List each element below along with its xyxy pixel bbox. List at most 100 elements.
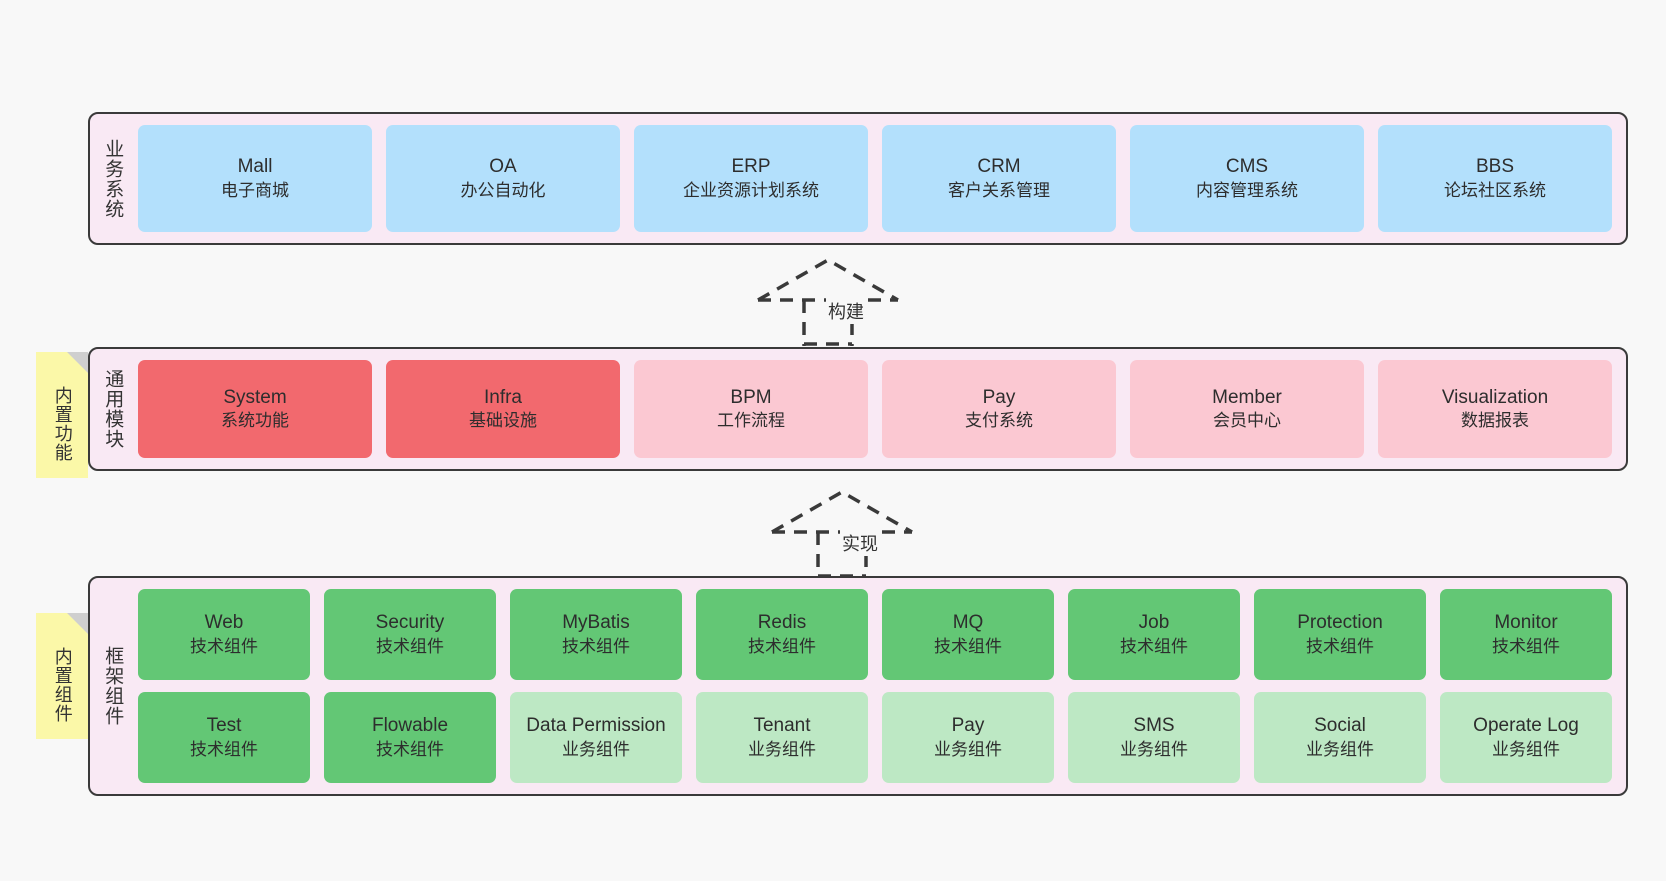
card-subtitle: 技术组件: [562, 636, 630, 656]
card-operate-log[interactable]: Operate Log 业务组件: [1440, 692, 1612, 783]
card-infra[interactable]: Infra 基础设施: [386, 360, 620, 458]
business-card-row: Mall 电子商城 OA 办公自动化 ERP 企业资源计划系统 CRM 客户关系…: [138, 125, 1612, 232]
card-title: CMS: [1225, 156, 1269, 178]
card-title: Protection: [1297, 612, 1383, 634]
layer-common-module: 通用模块 System 系统功能 Infra 基础设施 BPM 工作流程 Pay…: [88, 347, 1628, 471]
layer-common-title: 通用模块: [102, 369, 124, 449]
card-title: Mall: [237, 156, 273, 178]
card-subtitle: 技术组件: [1492, 636, 1560, 656]
connector-implement-label: 实现: [840, 530, 880, 556]
card-title: Member: [1212, 386, 1282, 408]
card-subtitle: 系统功能: [221, 411, 289, 431]
card-subtitle: 业务组件: [748, 739, 816, 759]
card-subtitle: 会员中心: [1213, 411, 1281, 431]
card-pay-component[interactable]: Pay 业务组件: [882, 692, 1054, 783]
card-oa[interactable]: OA 办公自动化: [386, 125, 620, 232]
card-data-permission[interactable]: Data Permission 业务组件: [510, 692, 682, 783]
card-security[interactable]: Security 技术组件: [324, 589, 496, 680]
card-subtitle: 业务组件: [1492, 739, 1560, 759]
note-builtin-features: 内置功能: [36, 352, 88, 478]
card-cms[interactable]: CMS 内容管理系统: [1130, 125, 1364, 232]
card-subtitle: 技术组件: [190, 636, 258, 656]
card-pay-module[interactable]: Pay 支付系统: [882, 360, 1116, 458]
card-title: Redis: [757, 612, 807, 634]
card-visualization[interactable]: Visualization 数据报表: [1378, 360, 1612, 458]
note-label: 内置功能: [52, 386, 73, 462]
card-subtitle: 数据报表: [1461, 411, 1529, 431]
card-subtitle: 技术组件: [748, 636, 816, 656]
layer-common-body: System 系统功能 Infra 基础设施 BPM 工作流程 Pay 支付系统…: [134, 349, 1626, 469]
card-title: Operate Log: [1473, 715, 1579, 737]
card-sms[interactable]: SMS 业务组件: [1068, 692, 1240, 783]
card-subtitle: 技术组件: [934, 636, 1002, 656]
card-title: System: [223, 386, 287, 408]
note-builtin-components: 内置组件: [36, 613, 88, 739]
card-title: ERP: [731, 156, 771, 178]
card-subtitle: 企业资源计划系统: [683, 180, 819, 200]
card-mybatis[interactable]: MyBatis 技术组件: [510, 589, 682, 680]
card-mq[interactable]: MQ 技术组件: [882, 589, 1054, 680]
card-title: Visualization: [1441, 386, 1549, 408]
card-title: SMS: [1133, 715, 1175, 737]
card-subtitle: 业务组件: [934, 739, 1002, 759]
card-flowable[interactable]: Flowable 技术组件: [324, 692, 496, 783]
card-protection[interactable]: Protection 技术组件: [1254, 589, 1426, 680]
card-title: CRM: [977, 156, 1021, 178]
card-title: BPM: [730, 386, 772, 408]
card-title: Monitor: [1494, 612, 1558, 634]
card-title: Security: [375, 612, 445, 634]
card-erp[interactable]: ERP 企业资源计划系统: [634, 125, 868, 232]
card-title: BBS: [1475, 156, 1515, 178]
card-subtitle: 技术组件: [376, 636, 444, 656]
framework-card-row-business: Test 技术组件 Flowable 技术组件 Data Permission …: [138, 692, 1612, 783]
card-member[interactable]: Member 会员中心: [1130, 360, 1364, 458]
card-bpm[interactable]: BPM 工作流程: [634, 360, 868, 458]
card-title: Data Permission: [526, 715, 666, 737]
card-subtitle: 技术组件: [190, 739, 258, 759]
layer-business-body: Mall 电子商城 OA 办公自动化 ERP 企业资源计划系统 CRM 客户关系…: [134, 114, 1626, 243]
card-subtitle: 技术组件: [1306, 636, 1374, 656]
card-title: Infra: [483, 386, 523, 408]
card-title: Test: [206, 715, 242, 737]
card-monitor[interactable]: Monitor 技术组件: [1440, 589, 1612, 680]
card-tenant[interactable]: Tenant 业务组件: [696, 692, 868, 783]
card-title: Job: [1138, 612, 1170, 634]
card-bbs[interactable]: BBS 论坛社区系统: [1378, 125, 1612, 232]
card-redis[interactable]: Redis 技术组件: [696, 589, 868, 680]
card-title: Pay: [951, 715, 985, 737]
card-subtitle: 基础设施: [469, 411, 537, 431]
layer-framework-component: 框架组件 Web 技术组件 Security 技术组件 MyBatis 技术组件…: [88, 576, 1628, 796]
card-system[interactable]: System 系统功能: [138, 360, 372, 458]
card-web[interactable]: Web 技术组件: [138, 589, 310, 680]
card-crm[interactable]: CRM 客户关系管理: [882, 125, 1116, 232]
card-job[interactable]: Job 技术组件: [1068, 589, 1240, 680]
card-subtitle: 电子商城: [221, 180, 289, 200]
card-subtitle: 业务组件: [1120, 739, 1188, 759]
card-subtitle: 工作流程: [717, 411, 785, 431]
framework-card-row-technical: Web 技术组件 Security 技术组件 MyBatis 技术组件 Redi…: [138, 589, 1612, 680]
card-social[interactable]: Social 业务组件: [1254, 692, 1426, 783]
common-card-row: System 系统功能 Infra 基础设施 BPM 工作流程 Pay 支付系统…: [138, 360, 1612, 458]
card-title: Social: [1314, 715, 1366, 737]
layer-business-title: 业务系统: [102, 138, 124, 219]
card-subtitle: 论坛社区系统: [1444, 180, 1546, 200]
card-title: Web: [204, 612, 244, 634]
card-subtitle: 办公自动化: [460, 180, 546, 200]
layer-framework-body: Web 技术组件 Security 技术组件 MyBatis 技术组件 Redi…: [134, 578, 1626, 794]
card-title: OA: [489, 156, 517, 178]
connector-implement: 实现: [771, 489, 913, 578]
card-mall[interactable]: Mall 电子商城: [138, 125, 372, 232]
card-subtitle: 客户关系管理: [948, 180, 1050, 200]
card-title: Tenant: [753, 715, 811, 737]
note-label: 内置组件: [52, 647, 73, 723]
card-subtitle: 内容管理系统: [1196, 180, 1298, 200]
connector-build-label: 构建: [826, 298, 866, 324]
note-fold-corner-icon: [67, 352, 88, 373]
card-title: Pay: [982, 386, 1016, 408]
layer-business-system: 业务系统 Mall 电子商城 OA 办公自动化 ERP 企业资源计划系统 CRM…: [88, 112, 1628, 245]
card-test[interactable]: Test 技术组件: [138, 692, 310, 783]
connector-build: 构建: [757, 257, 899, 346]
card-subtitle: 技术组件: [376, 739, 444, 759]
layer-framework-title: 框架组件: [102, 646, 124, 726]
